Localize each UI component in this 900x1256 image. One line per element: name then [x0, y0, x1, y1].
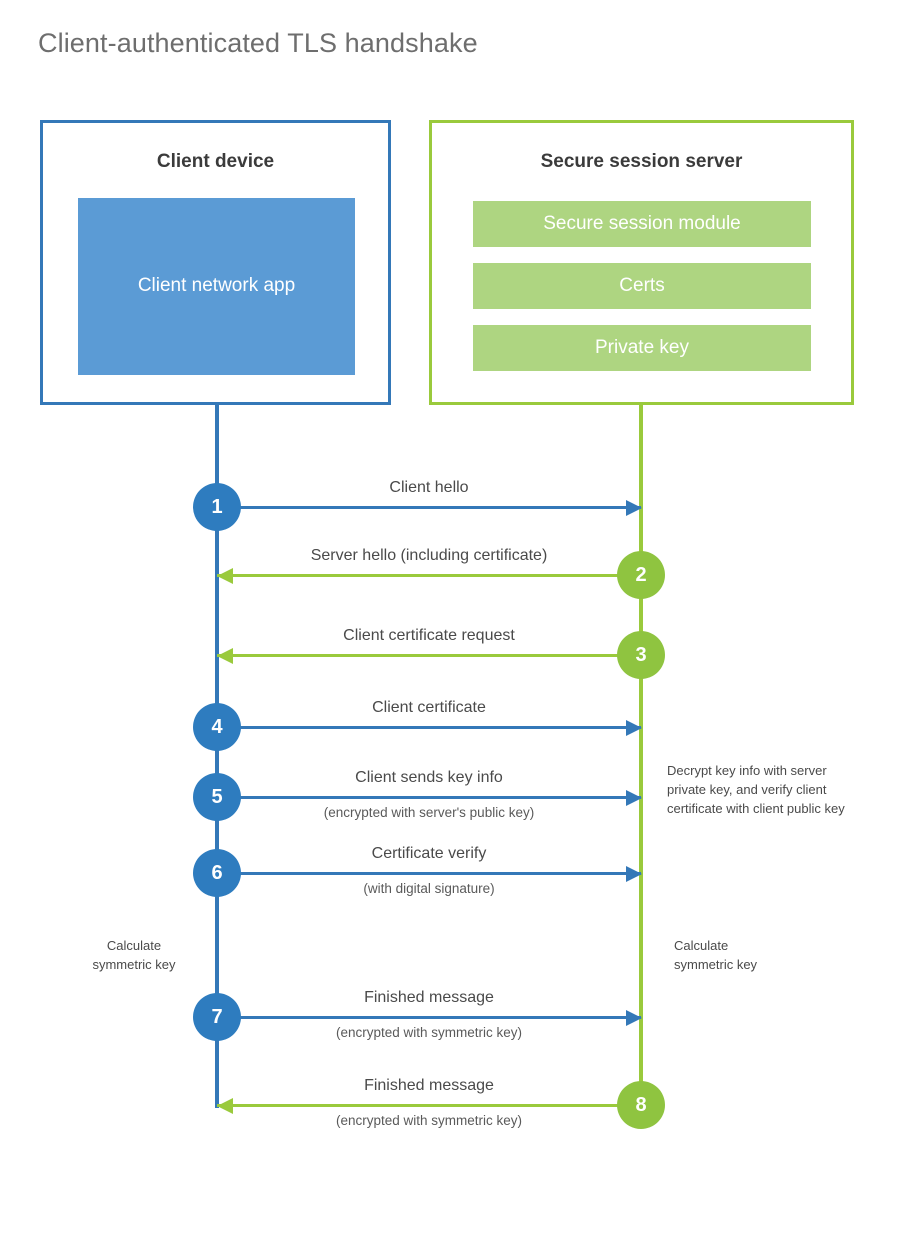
message-label-5: Client sends key info [355, 769, 503, 786]
arrow-right-icon [626, 500, 642, 516]
message-line-2 [217, 574, 641, 577]
step-circle-1[interactable]: 1 [193, 483, 241, 531]
message-line-4 [217, 726, 641, 729]
step-number-2: 2 [635, 563, 647, 586]
arrow-right-icon [626, 790, 642, 806]
client-network-app-block: Client network app [78, 198, 355, 375]
message-line-8 [217, 1104, 641, 1107]
message-line-7 [217, 1016, 641, 1019]
client-calculate-symmetric-key-annotation: Calculate symmetric key [92, 938, 176, 972]
message-label-7: Finished message [364, 989, 494, 1006]
step-circle-7[interactable]: 7 [193, 993, 241, 1041]
step-number-5: 5 [211, 785, 223, 808]
step-number-8: 8 [635, 1093, 647, 1116]
step-number-6: 6 [211, 861, 223, 884]
server-decrypt-annotation: Decrypt key info with server private key… [667, 763, 845, 816]
client-device-title: Client device [156, 151, 275, 172]
server-lifeline [639, 405, 643, 1108]
message-label-8: Finished message [364, 1077, 494, 1094]
page-title: Client-authenticated TLS handshake [38, 28, 478, 58]
message-sublabel-7: (encrypted with symmetric key) [335, 1025, 523, 1040]
secure-session-module-block: Secure session module [473, 201, 811, 247]
client-lifeline [215, 405, 219, 1108]
arrow-left-icon [217, 648, 233, 664]
certs-block: Certs [473, 263, 811, 309]
message-label-6: Certificate verify [371, 845, 487, 862]
server-calculate-symmetric-key-annotation: Calculate symmetric key [674, 938, 758, 972]
secure-session-server-title: Secure session server [540, 151, 743, 172]
step-circle-2[interactable]: 2 [617, 551, 665, 599]
message-sublabel-8: (encrypted with symmetric key) [335, 1113, 523, 1128]
message-label-2: Server hello (including certificate) [310, 547, 548, 564]
message-sublabel-6: (with digital signature) [363, 881, 495, 896]
arrow-right-icon [626, 720, 642, 736]
message-line-6 [217, 872, 641, 875]
private-key-block: Private key [473, 325, 811, 371]
step-circle-4[interactable]: 4 [193, 703, 241, 751]
message-line-3 [217, 654, 641, 657]
client-device-box: Client device Client network app [40, 120, 391, 405]
step-circle-8[interactable]: 8 [617, 1081, 665, 1129]
step-number-3: 3 [635, 643, 647, 666]
arrow-left-icon [217, 1098, 233, 1114]
message-line-5 [217, 796, 641, 799]
message-label-4: Client certificate [372, 699, 486, 716]
step-number-1: 1 [211, 495, 223, 518]
arrow-right-icon [626, 866, 642, 882]
arrow-left-icon [217, 568, 233, 584]
secure-session-server-box: Secure session server Secure session mod… [429, 120, 854, 405]
message-sublabel-5: (encrypted with server's public key) [323, 805, 535, 820]
step-number-7: 7 [211, 1005, 223, 1028]
step-number-4: 4 [211, 715, 223, 738]
step-circle-6[interactable]: 6 [193, 849, 241, 897]
step-circle-5[interactable]: 5 [193, 773, 241, 821]
message-label-3: Client certificate request [343, 627, 515, 644]
message-line-1 [217, 506, 641, 509]
step-circle-3[interactable]: 3 [617, 631, 665, 679]
arrow-right-icon [626, 1010, 642, 1026]
message-label-1: Client hello [389, 479, 469, 496]
